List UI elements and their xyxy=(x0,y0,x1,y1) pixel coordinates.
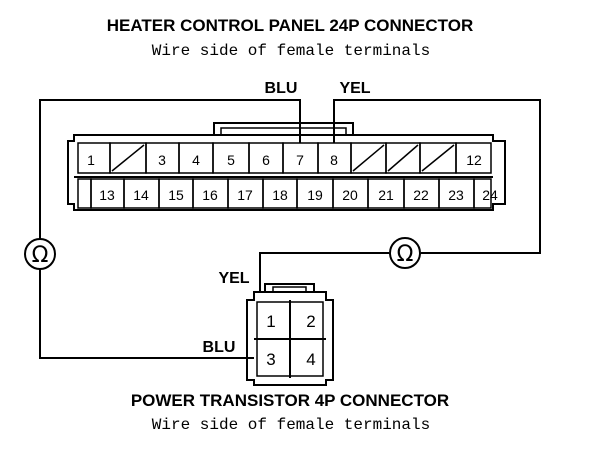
heater-connector-subtitle: Wire side of female terminals xyxy=(152,42,430,60)
pin-14: 14 xyxy=(133,187,149,203)
tr-pin-4: 4 xyxy=(306,350,315,369)
blank-cavity-2 xyxy=(111,144,145,172)
ohmmeter-right: Ω xyxy=(389,237,421,269)
wire-blu xyxy=(39,99,301,240)
pin-5: 5 xyxy=(227,152,235,168)
pin-13: 13 xyxy=(99,187,115,203)
pin-19: 19 xyxy=(307,187,323,203)
wire-label-blu-top: BLU xyxy=(265,80,298,97)
wire-blu-lower xyxy=(39,268,254,359)
blank-cavity-9 xyxy=(352,144,385,172)
pin-21: 21 xyxy=(378,187,394,203)
pin-15: 15 xyxy=(168,187,184,203)
transistor-connector-title: POWER TRANSISTOR 4P CONNECTOR xyxy=(131,391,449,410)
pin-20: 20 xyxy=(342,187,358,203)
transistor-4p-connector: 1 2 3 4 xyxy=(246,283,334,386)
top-row-cells xyxy=(77,142,492,174)
pin-18: 18 xyxy=(272,187,288,203)
tr-pin-3: 3 xyxy=(266,350,275,369)
ohm-icon: Ω xyxy=(32,243,49,268)
wire-label-yel-top: YEL xyxy=(339,80,370,97)
pin-6: 6 xyxy=(262,152,270,168)
pin-17: 17 xyxy=(237,187,253,203)
wire-yel-lower xyxy=(259,252,389,292)
pin-16: 16 xyxy=(202,187,218,203)
pin-4: 4 xyxy=(192,152,200,168)
wire-label-yel-bottom: YEL xyxy=(218,270,249,287)
tr-pin-1: 1 xyxy=(266,312,275,331)
tr-pin-2: 2 xyxy=(306,312,315,331)
pin-24: 24 xyxy=(482,187,498,203)
pin-8: 8 xyxy=(330,152,338,168)
heater-24p-connector: 1 3 4 5 6 7 8 12 13 14 15 16 17 18 19 20… xyxy=(67,122,506,211)
blank-cavity-11 xyxy=(421,144,455,172)
pin-1: 1 xyxy=(87,152,95,168)
wire-label-blu-bottom: BLU xyxy=(203,339,236,356)
blank-cavity-10 xyxy=(387,144,419,172)
heater-connector-title: HEATER CONTROL PANEL 24P CONNECTOR xyxy=(107,16,474,35)
bottom-row-cells xyxy=(77,178,492,209)
ohmmeter-left: Ω xyxy=(24,238,56,270)
pin-7: 7 xyxy=(296,152,304,168)
ohm-icon: Ω xyxy=(397,242,414,267)
transistor-connector-subtitle: Wire side of female terminals xyxy=(152,416,430,434)
pin-12: 12 xyxy=(466,152,482,168)
pin-23: 23 xyxy=(448,187,464,203)
pin-22: 22 xyxy=(413,187,429,203)
wire-yel xyxy=(333,99,541,254)
pin-3: 3 xyxy=(158,152,166,168)
